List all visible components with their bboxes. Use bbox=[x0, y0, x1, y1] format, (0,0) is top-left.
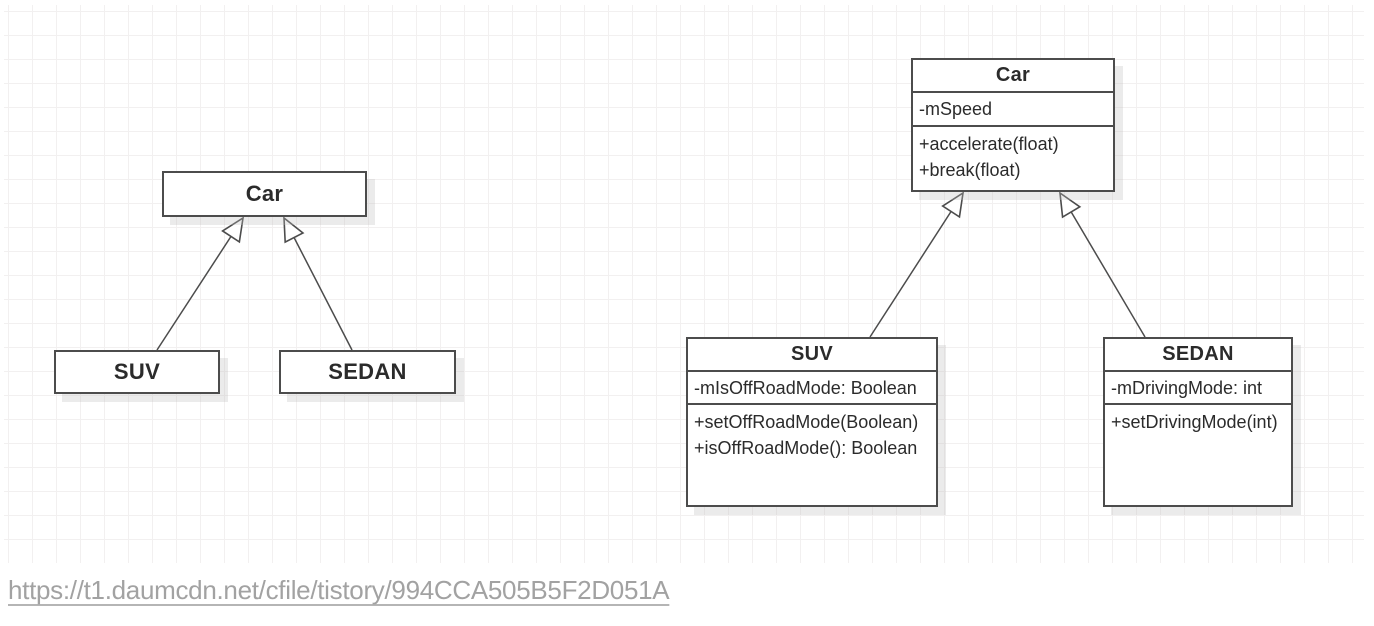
simple-class-car-label: Car bbox=[245, 181, 284, 206]
simple-class-suv: SUV bbox=[54, 350, 220, 394]
uml-class-suv: SUV -mIsOffRoadMode: Boolean +setOffRoad… bbox=[686, 337, 938, 507]
inheritance-arrow-simple-suv-car bbox=[156, 216, 245, 351]
simple-class-sedan: SEDAN bbox=[279, 350, 456, 394]
uml-class-sedan-methods: +setDrivingMode(int) bbox=[1105, 405, 1291, 505]
uml-class-suv-name: SUV bbox=[688, 339, 936, 372]
uml-class-sedan: SEDAN -mDrivingMode: int +setDrivingMode… bbox=[1103, 337, 1293, 507]
uml-class-sedan-name: SEDAN bbox=[1105, 339, 1291, 372]
simple-class-suv-label: SUV bbox=[113, 359, 161, 384]
diagram-canvas: Car SUV SEDAN Car -mSpeed +accelerate(fl… bbox=[4, 5, 1364, 563]
uml-class-car-methods: +accelerate(float) +break(float) bbox=[913, 127, 1113, 190]
uml-method: +setDrivingMode(int) bbox=[1111, 412, 1278, 432]
uml-attribute: -mSpeed bbox=[919, 99, 993, 119]
simple-class-sedan-label: SEDAN bbox=[328, 359, 407, 384]
uml-class-car-attributes: -mSpeed bbox=[913, 93, 1113, 127]
uml-class-suv-methods: +setOffRoadMode(Boolean) +isOffRoadMode(… bbox=[688, 405, 936, 505]
uml-attribute: -mIsOffRoadMode: Boolean bbox=[694, 378, 917, 398]
uml-class-suv-attributes: -mIsOffRoadMode: Boolean bbox=[688, 372, 936, 405]
source-url-link[interactable]: https://t1.daumcdn.net/cfile/tistory/994… bbox=[8, 575, 670, 605]
image-source-caption: https://t1.daumcdn.net/cfile/tistory/994… bbox=[8, 575, 670, 606]
uml-class-car: Car -mSpeed +accelerate(float) +break(fl… bbox=[911, 58, 1115, 192]
uml-class-car-name: Car bbox=[913, 60, 1113, 93]
inheritance-arrow-detailed-sedan-car bbox=[1059, 191, 1146, 338]
inheritance-arrow-simple-sedan-car bbox=[283, 216, 353, 351]
inheritance-arrow-detailed-suv-car bbox=[869, 191, 965, 338]
uml-attribute: -mDrivingMode: int bbox=[1111, 378, 1263, 398]
uml-method: +setOffRoadMode(Boolean) bbox=[694, 412, 919, 432]
uml-method: +isOffRoadMode(): Boolean bbox=[694, 438, 918, 458]
uml-method: +break(float) bbox=[919, 160, 1021, 180]
simple-class-car: Car bbox=[162, 171, 367, 217]
uml-class-sedan-attributes: -mDrivingMode: int bbox=[1105, 372, 1291, 405]
uml-method: +accelerate(float) bbox=[919, 134, 1059, 154]
